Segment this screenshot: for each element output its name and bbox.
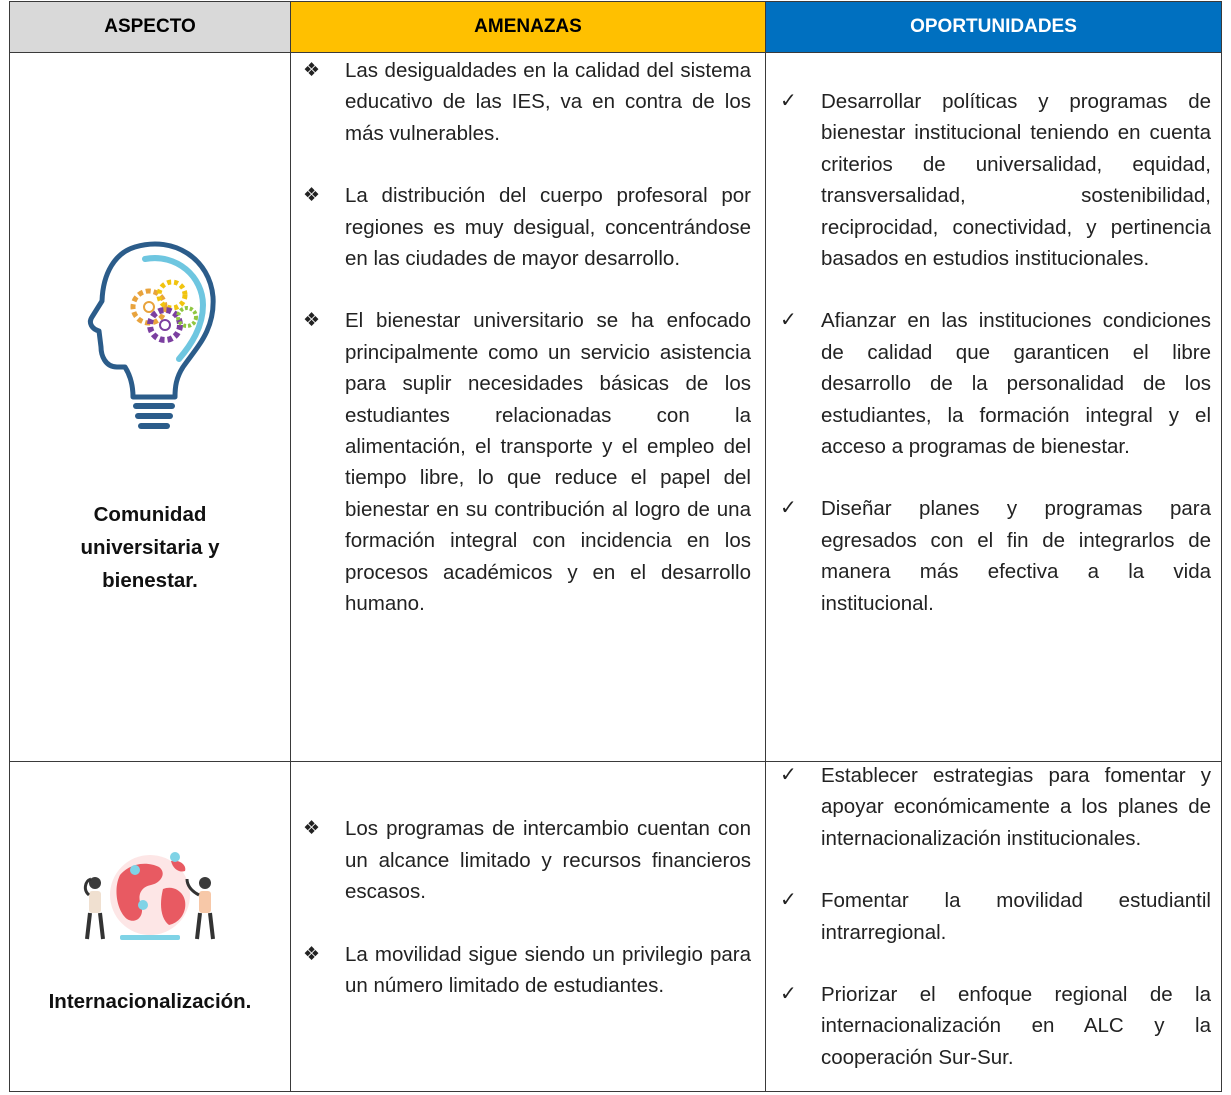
check-icon: ✓ bbox=[780, 90, 797, 112]
row-internacionalizacion: Internacionalización. ❖Los programas de … bbox=[9, 760, 1222, 1092]
oportunidad-item: ✓Desarrollar políticas y programas de bi… bbox=[766, 86, 1221, 274]
check-icon: ✓ bbox=[780, 983, 797, 1006]
oportunidad-item: ✓Establecer estrategias para fomentar y … bbox=[766, 760, 1221, 854]
amenaza-item: ❖La distribución del cuerpo profesoral p… bbox=[291, 180, 765, 274]
amenazas-cell-internacionalizacion: ❖Los programas de intercambio cuentan co… bbox=[290, 761, 766, 1092]
foda-table: ASPECTO AMENAZAS OPORTUNIDADES bbox=[9, 1, 1222, 1092]
aspect-cell-comunidad: Comunidad universitaria y bienestar. bbox=[9, 52, 291, 762]
header-row: ASPECTO AMENAZAS OPORTUNIDADES bbox=[9, 1, 1222, 53]
header-amenazas: AMENAZAS bbox=[290, 1, 766, 53]
oportunidad-item: ✓Diseñar planes y programas para egresad… bbox=[766, 493, 1221, 619]
amenaza-item: ❖El bienestar universitario se ha enfoca… bbox=[291, 305, 765, 619]
aspect-name-internacionalizacion: Internacionalización. bbox=[48, 990, 252, 1013]
aspect-name-comunidad: Comunidad universitaria y bienestar. bbox=[80, 503, 220, 592]
oportunidades-cell-comunidad: ✓Desarrollar políticas y programas de bi… bbox=[765, 52, 1222, 762]
diamond-bullet-icon: ❖ bbox=[303, 185, 321, 207]
diamond-bullet-icon: ❖ bbox=[303, 310, 321, 332]
aspect-cell-internacionalizacion: Internacionalización. bbox=[9, 761, 291, 1092]
check-icon: ✓ bbox=[780, 889, 797, 912]
oportunidad-item: ✓Fomentar la movilidad estudiantil intra… bbox=[766, 885, 1221, 948]
check-icon: ✓ bbox=[780, 309, 797, 332]
header-aspecto: ASPECTO bbox=[9, 1, 291, 53]
amenaza-item: ❖Las desigualdades en la calidad del sis… bbox=[291, 55, 765, 149]
diamond-bullet-icon: ❖ bbox=[303, 60, 321, 81]
amenaza-item: ❖Los programas de intercambio cuentan co… bbox=[291, 813, 765, 907]
amenaza-item: ❖La movilidad sigue siendo un privilegio… bbox=[291, 939, 765, 1002]
amenazas-cell-comunidad: ❖Las desigualdades en la calidad del sis… bbox=[290, 52, 766, 762]
row-comunidad: Comunidad universitaria y bienestar. ❖La… bbox=[9, 52, 1222, 762]
oportunidad-item: ✓Priorizar el enfoque regional de la int… bbox=[766, 979, 1221, 1073]
diamond-bullet-icon: ❖ bbox=[303, 818, 321, 840]
lightbulb-head-gears-icon bbox=[10, 235, 290, 440]
header-oportunidades: OPORTUNIDADES bbox=[765, 1, 1222, 53]
check-icon: ✓ bbox=[780, 764, 797, 786]
globe-people-icon bbox=[10, 845, 290, 945]
check-icon: ✓ bbox=[780, 497, 797, 520]
diamond-bullet-icon: ❖ bbox=[303, 943, 321, 965]
oportunidades-cell-internacionalizacion: ✓Establecer estrategias para fomentar y … bbox=[765, 760, 1222, 1092]
oportunidad-item: ✓Afianzar en las instituciones condicion… bbox=[766, 305, 1221, 462]
